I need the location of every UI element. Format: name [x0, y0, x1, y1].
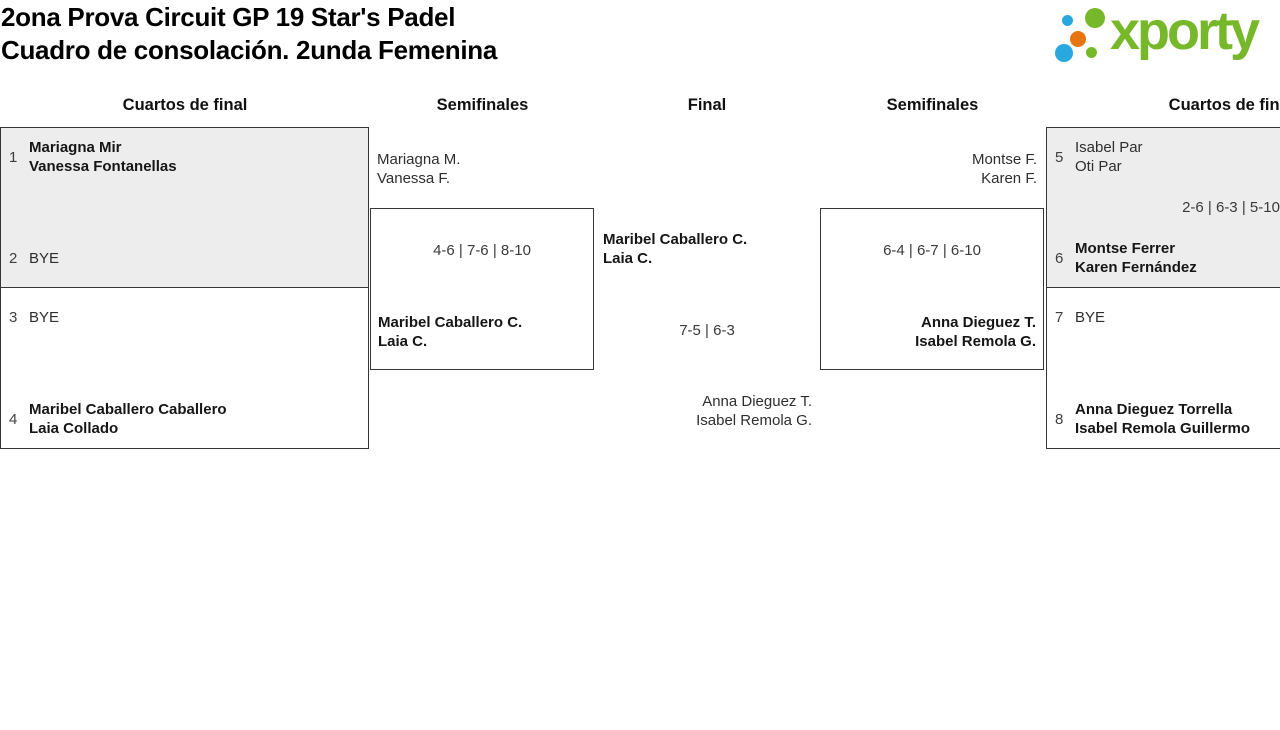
round-header-quarterfinals-left: Cuartos de final [122, 96, 248, 114]
match-qf2: 3 BYE 4 Maribel Caballero Caballero Laia… [1, 288, 368, 448]
team-names: Mariagna Mir Vanessa Fontanellas [29, 138, 177, 176]
match-sf1: 4-6 | 7-6 | 8-10 Maribel Caballero C. La… [370, 208, 594, 370]
player-name: Montse Ferrer [1075, 240, 1176, 257]
player-name: Laia Collado [29, 420, 119, 437]
player-name: Maribel Caballero C. [378, 314, 523, 331]
match-score: 6-4 | 6-7 | 6-10 [883, 242, 981, 259]
team-seed-3: 3 BYE [9, 298, 358, 336]
bye-label: BYE [29, 249, 60, 267]
sf2-winner-team: Anna Dieguez T. Isabel Remola G. [915, 313, 1036, 351]
player-name: Anna Dieguez T. [702, 393, 812, 410]
seed-number: 2 [9, 249, 18, 267]
team-names: Anna Dieguez Torrella Isabel Remola Guil… [1075, 400, 1250, 438]
player-name: Maribel Caballero Caballero [29, 401, 227, 418]
player-name: Maribel Caballero C. [603, 231, 748, 248]
final-match-score: 7-5 | 6-3 [679, 322, 735, 339]
seed-number: 8 [1055, 410, 1064, 428]
logo-wordmark: xporty [1110, 1, 1260, 61]
team-seed-8: 8 Anna Dieguez Torrella Isabel Remola Gu… [1055, 400, 1280, 438]
player-name: Vanessa F. [377, 170, 451, 187]
xporty-logo[interactable]: xporty [1048, 1, 1280, 70]
team-seed-2: 2 BYE [9, 239, 358, 277]
player-name: Mariagna M. [377, 151, 461, 168]
logo-dot-orange-icon [1070, 31, 1086, 47]
team-seed-4: 4 Maribel Caballero Caballero Laia Colla… [9, 400, 358, 438]
final-runnerup-team: Anna Dieguez T. Isabel Remola G. [696, 392, 812, 430]
team-names: Maribel Caballero Caballero Laia Collado [29, 400, 227, 438]
sf1-winner-team: Maribel Caballero C. Laia C. [378, 313, 522, 351]
team-seed-7: 7 BYE [1055, 298, 1280, 336]
seed-number: 7 [1055, 308, 1064, 326]
bye-label: BYE [29, 308, 60, 326]
seed-number: 6 [1055, 249, 1064, 267]
team-seed-1: 1 Mariagna Mir Vanessa Fontanellas [9, 138, 358, 176]
sf2-incoming-team: Montse F. Karen F. [972, 150, 1037, 188]
seed-number: 1 [9, 148, 18, 166]
team-names: Isabel Par Oti Par [1075, 138, 1143, 176]
player-name: Karen Fernández [1075, 259, 1197, 276]
sf1-incoming-team: Mariagna M. Vanessa F. [377, 150, 460, 188]
player-name: Laia C. [603, 250, 653, 267]
logo-dot-green-small-icon [1086, 47, 1097, 58]
player-name: Isabel Remola Guillermo [1075, 420, 1251, 437]
team-names: Montse Ferrer Karen Fernández [1075, 239, 1197, 277]
logo-dot-blue-small-icon [1062, 15, 1073, 26]
player-name: Anna Dieguez Torrella [1075, 401, 1233, 418]
logo-dot-green-large-icon [1085, 8, 1105, 28]
match-qf4: 7 BYE 8 Anna Dieguez Torrella Isabel Rem… [1047, 288, 1280, 448]
player-name: Isabel Par [1075, 139, 1143, 156]
seed-number: 5 [1055, 148, 1064, 166]
final-winner-team: Maribel Caballero C. Laia C. [603, 230, 747, 268]
page-title-line2: Cuadro de consolación. 2unda Femenina [1, 35, 497, 65]
round-header-semifinals-left: Semifinales [436, 96, 529, 114]
match-qf1: 1 Mariagna Mir Vanessa Fontanellas 2 BYE [1, 128, 368, 288]
player-name: Oti Par [1075, 158, 1122, 175]
seed-number: 3 [9, 308, 18, 326]
quarterfinals-left-container: 1 Mariagna Mir Vanessa Fontanellas 2 BYE… [0, 127, 369, 449]
player-name: Karen F. [981, 170, 1037, 187]
quarterfinals-right-container: 5 Isabel Par Oti Par 2-6 | 6-3 | 5-10 6 … [1046, 127, 1280, 449]
player-name: Vanessa Fontanellas [29, 158, 177, 175]
bye-label: BYE [1075, 308, 1106, 326]
round-header-quarterfinals-right: Cuartos de final [1168, 96, 1280, 114]
logo-dot-blue-large-icon [1055, 44, 1073, 62]
player-name: Laia C. [378, 333, 428, 350]
match-score: 2-6 | 6-3 | 5-10 [1182, 199, 1280, 216]
match-qf3: 5 Isabel Par Oti Par 2-6 | 6-3 | 5-10 6 … [1047, 128, 1280, 288]
match-sf2: 6-4 | 6-7 | 6-10 Anna Dieguez T. Isabel … [820, 208, 1044, 370]
player-name: Isabel Remola G. [696, 412, 812, 429]
page-title: 2ona Prova Circuit GP 19 Star's Padel Cu… [1, 1, 497, 67]
seed-number: 4 [9, 410, 18, 428]
player-name: Mariagna Mir [29, 139, 122, 156]
page-title-line1: 2ona Prova Circuit GP 19 Star's Padel [1, 2, 456, 32]
team-seed-6: 6 Montse Ferrer Karen Fernández [1055, 239, 1280, 277]
player-name: Montse F. [971, 151, 1037, 168]
round-header-final: Final [687, 96, 727, 114]
match-score: 4-6 | 7-6 | 8-10 [433, 242, 531, 259]
round-header-semifinals-right: Semifinales [886, 96, 979, 114]
player-name: Anna Dieguez T. [920, 314, 1036, 331]
player-name: Isabel Remola G. [915, 333, 1036, 350]
team-seed-5: 5 Isabel Par Oti Par [1055, 138, 1280, 176]
